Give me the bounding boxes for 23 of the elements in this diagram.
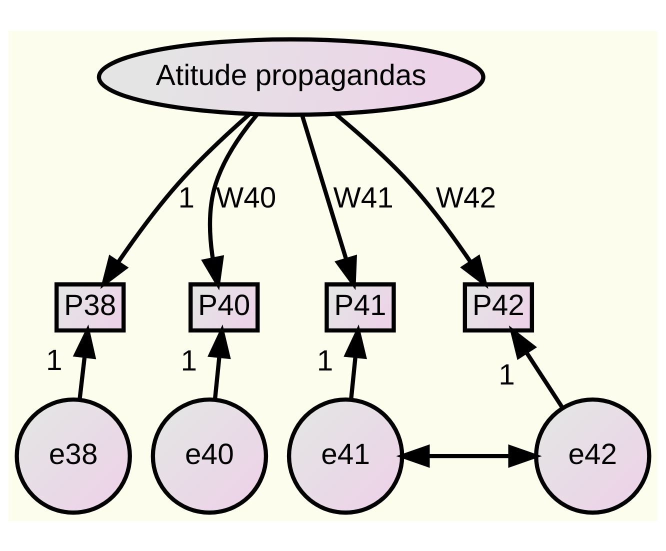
- node-circle: e38: [14, 396, 132, 514]
- node-box: P42: [462, 282, 534, 332]
- edge-label: W41: [333, 180, 394, 214]
- node-circle: e40: [150, 396, 268, 514]
- edge-label: 1: [316, 344, 334, 378]
- arrow: [508, 325, 564, 409]
- edge-label: 1: [498, 358, 515, 391]
- arrow: [208, 324, 231, 400]
- edge-label: 1: [178, 180, 195, 214]
- node-circle: e41: [286, 396, 404, 514]
- node-box: P41: [324, 282, 396, 332]
- arrow: [72, 324, 96, 400]
- edge-label: W42: [436, 180, 496, 214]
- node-ellipse: Atitude propagandas: [96, 36, 486, 116]
- node-box: P40: [188, 282, 260, 332]
- node-circle: e42: [534, 396, 652, 514]
- edge-label: W40: [216, 180, 276, 214]
- arrow: [396, 444, 542, 468]
- arrow: [300, 114, 358, 290]
- edge-label: 1: [46, 344, 62, 377]
- node-box: P38: [54, 282, 126, 332]
- edge-label: 1: [180, 344, 198, 378]
- arrow: [344, 324, 367, 400]
